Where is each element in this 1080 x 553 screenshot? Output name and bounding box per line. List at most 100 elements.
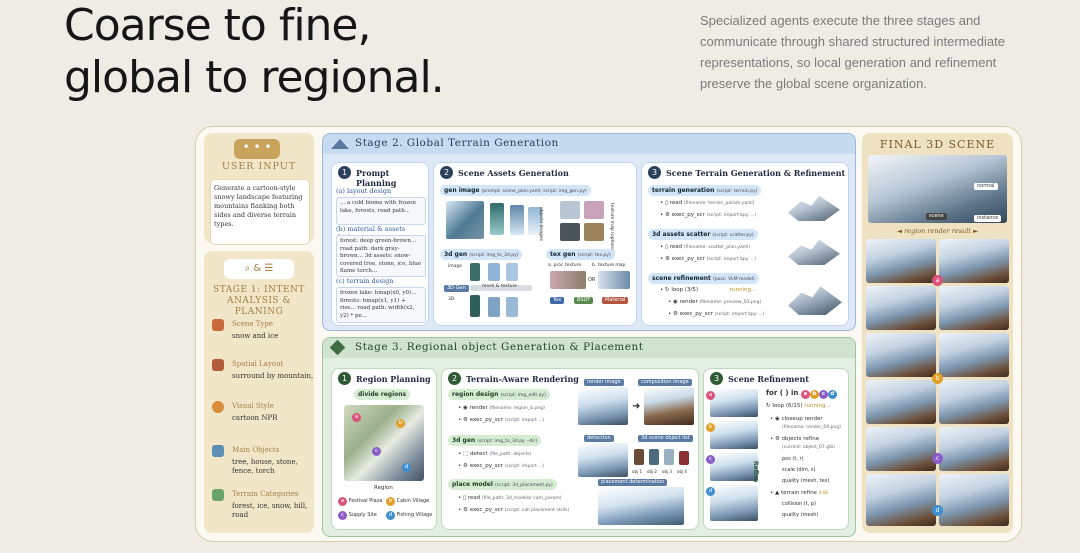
for-label: for ( ) in	[766, 389, 799, 397]
region-dot-a: a	[352, 413, 361, 422]
read-label: read	[669, 200, 683, 206]
divide-regions-label: divide regions	[358, 391, 407, 398]
place-model-label: place model	[452, 481, 493, 488]
tree-3d	[470, 295, 480, 317]
loop-label: loop	[671, 287, 684, 293]
object-torch	[679, 451, 689, 465]
scene-type-icon	[212, 319, 224, 331]
terrain-preview-3	[788, 286, 842, 315]
detect-note: (file_path: objects)	[489, 452, 532, 457]
refine-image-d	[710, 485, 758, 521]
gen3d-label: 3d gen	[452, 437, 476, 444]
objects-icon	[212, 445, 224, 457]
stage1-icons: ⌕ & ☰	[224, 259, 294, 279]
crystal-mesh	[506, 263, 518, 281]
exec-label: exec_py_scr	[469, 463, 503, 469]
texture-map-b-label: b. texture map	[592, 263, 626, 268]
running-label: running...	[804, 403, 831, 409]
file-icon: ▯	[665, 244, 669, 250]
texture-map-label: texture map (optional)	[609, 203, 614, 254]
read-note: (file_path: 3d_models/ cam_param)	[481, 496, 562, 501]
gen3d-note: (script: img_to_3d.py --dir)	[477, 439, 538, 444]
tex-node: Tex	[550, 297, 565, 304]
loop-icon: ↻	[766, 403, 771, 409]
exec-step-2: • ⚙ exec_py_scr (script: import bpy ...)	[660, 256, 757, 262]
region-name: Cabin Village	[396, 498, 430, 504]
layout-design-text: ... a cold biome with frozen lake, fores…	[336, 197, 426, 225]
regions-label: Region	[374, 485, 393, 491]
exec-step-3: • ⚙ exec_py_scr (script: call placement …	[458, 507, 570, 513]
or-label: OR	[588, 277, 596, 283]
final-tile	[939, 333, 1009, 377]
loop-icon: ↻	[665, 287, 670, 293]
place-model-pill: place model (script: 3d_placement.py)	[448, 479, 557, 490]
region-design-label: region design	[452, 391, 499, 398]
final-dot-d: d	[932, 505, 943, 516]
exec-label: exec_py_scr	[679, 311, 713, 317]
region-a: a Festival Plaza	[338, 497, 382, 506]
scatter-label: 3d assets scatter	[652, 231, 711, 238]
threed-label: 3D	[448, 297, 455, 302]
step-number: 2	[448, 372, 461, 385]
description-text: Specialized agents execute the three sta…	[700, 13, 1005, 91]
final-dot-a: a	[932, 275, 943, 286]
obj-label: obj 1	[632, 469, 642, 474]
final-dot-c: c	[932, 453, 943, 464]
exec-step-1: • ⚙ exec_py_scr (script: import bpy ...)	[660, 212, 757, 218]
exec-step-1: • ⚙ exec_py_scr (script: import ...)	[458, 417, 545, 423]
object-fence	[649, 449, 659, 465]
refinement-note: (posc: VLM model)	[713, 277, 755, 282]
pipeline-figure: • • • User Input Generate a cartoon-styl…	[195, 126, 1022, 542]
objects-list-tag: 3d scene object list	[638, 435, 693, 442]
refinement-panel: 3 Scene Refinement a b c d Refine for ( …	[703, 368, 849, 530]
gen3d-pill: 3d gen (script: img_to_3d.py)	[440, 249, 523, 260]
gear-icon: ⚙	[665, 256, 670, 262]
placement-image	[598, 487, 684, 525]
read-label: read	[467, 495, 481, 501]
final-tile	[866, 286, 936, 330]
running-label: running...	[729, 287, 757, 293]
ice-mesh	[488, 263, 500, 281]
refine-dot-b: b	[706, 423, 715, 432]
final-tile	[866, 474, 936, 526]
pos-label: pos (t, r)	[782, 456, 804, 462]
layout-icon	[212, 359, 224, 371]
final-scene-column: Final 3D Scene normal scene instance ◄ r…	[862, 133, 1013, 533]
final-tile	[939, 474, 1009, 526]
render-label: render	[469, 405, 488, 411]
gear-icon: ⚙	[463, 417, 468, 423]
objects-refine-line: • ⚙ objects refine	[770, 436, 820, 442]
stage1-box: ⌕ & ☰ Stage 1: Intent Analysis & Planing…	[204, 251, 314, 533]
rendering-panel: 2 Terrain-Aware Rendering region design …	[441, 368, 699, 530]
object-stone	[664, 449, 674, 465]
final-tile	[866, 380, 936, 424]
gen-image-pill: gen image (prompt: scene_plan.yaml; scri…	[440, 185, 591, 196]
texgen-label: tex gen	[550, 251, 576, 258]
camera-icon: ◉	[775, 416, 780, 422]
bsdf-node: BSDF	[574, 297, 594, 304]
read-step-1: • ▯ read (filename: terrain_param.yaml)	[660, 200, 755, 206]
image-label: image	[448, 264, 463, 269]
gear-icon: ⚙	[775, 436, 780, 442]
loop-label: loop	[772, 403, 785, 409]
refine-image-c	[710, 453, 758, 481]
quality-label-2: quality (mesh)	[782, 512, 819, 518]
region-design-note: (script: img_edit.py)	[500, 393, 546, 398]
render-label: render	[679, 299, 698, 305]
stage3-title: Stage 3. Regional object Generation & Pl…	[355, 341, 644, 353]
exec-label: exec_py_scr	[469, 417, 503, 423]
tree-mesh	[470, 263, 480, 281]
closeup-label: closeup render	[781, 416, 823, 422]
final-tile	[939, 380, 1009, 424]
region-render-text: region render result	[904, 227, 971, 235]
region-b: b Cabin Village	[386, 497, 429, 506]
render-note: (filename: preview_03.png)	[699, 300, 762, 305]
read-note: (filename: terrain_param.yaml)	[683, 201, 755, 206]
exec-note: (script: import bpy ...)	[714, 312, 765, 317]
detection-image	[578, 443, 628, 477]
detect-label: detect	[469, 451, 488, 457]
region-planning-panel: 1 Region Planning divide regions a b c d…	[331, 368, 437, 530]
scale-label: scale (dim, s)	[782, 467, 816, 473]
final-tile	[939, 427, 1009, 471]
